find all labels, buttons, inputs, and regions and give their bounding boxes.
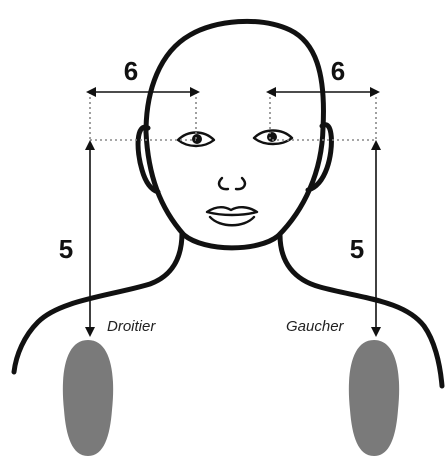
- left-horizontal-arrowhead-start: [86, 87, 96, 97]
- vertical-dimensions: [85, 140, 381, 337]
- head-outline: [146, 21, 323, 132]
- upper-lip: [207, 207, 257, 215]
- right-horizontal-arrowhead-end: [370, 87, 380, 97]
- right-horizontal-arrowhead-start: [266, 87, 276, 97]
- left-vertical-measurement: 5: [59, 234, 73, 264]
- left-pupil: [192, 134, 202, 144]
- face-features: [178, 131, 292, 226]
- chin: [184, 235, 278, 248]
- left-handed-target-shape: [349, 340, 399, 456]
- horizontal-dimensions: [86, 87, 380, 97]
- left-horizontal-measurement: 6: [124, 56, 138, 86]
- left-jaw: [146, 132, 184, 235]
- right-horizontal-measurement: 6: [331, 56, 345, 86]
- right-vertical-arrowhead-bottom: [371, 327, 381, 337]
- right-handed-label: Droitier: [107, 318, 156, 335]
- right-handed-target-shape: [63, 340, 113, 456]
- right-vertical-arrowhead-top: [371, 140, 381, 150]
- lower-lip: [210, 217, 254, 225]
- nose: [219, 178, 245, 189]
- left-handed-label: Gaucher: [286, 318, 345, 335]
- right-vertical-measurement: 5: [350, 234, 364, 264]
- left-vertical-arrowhead-top: [85, 140, 95, 150]
- left-horizontal-arrowhead-end: [190, 87, 200, 97]
- left-vertical-arrowhead-bottom: [85, 327, 95, 337]
